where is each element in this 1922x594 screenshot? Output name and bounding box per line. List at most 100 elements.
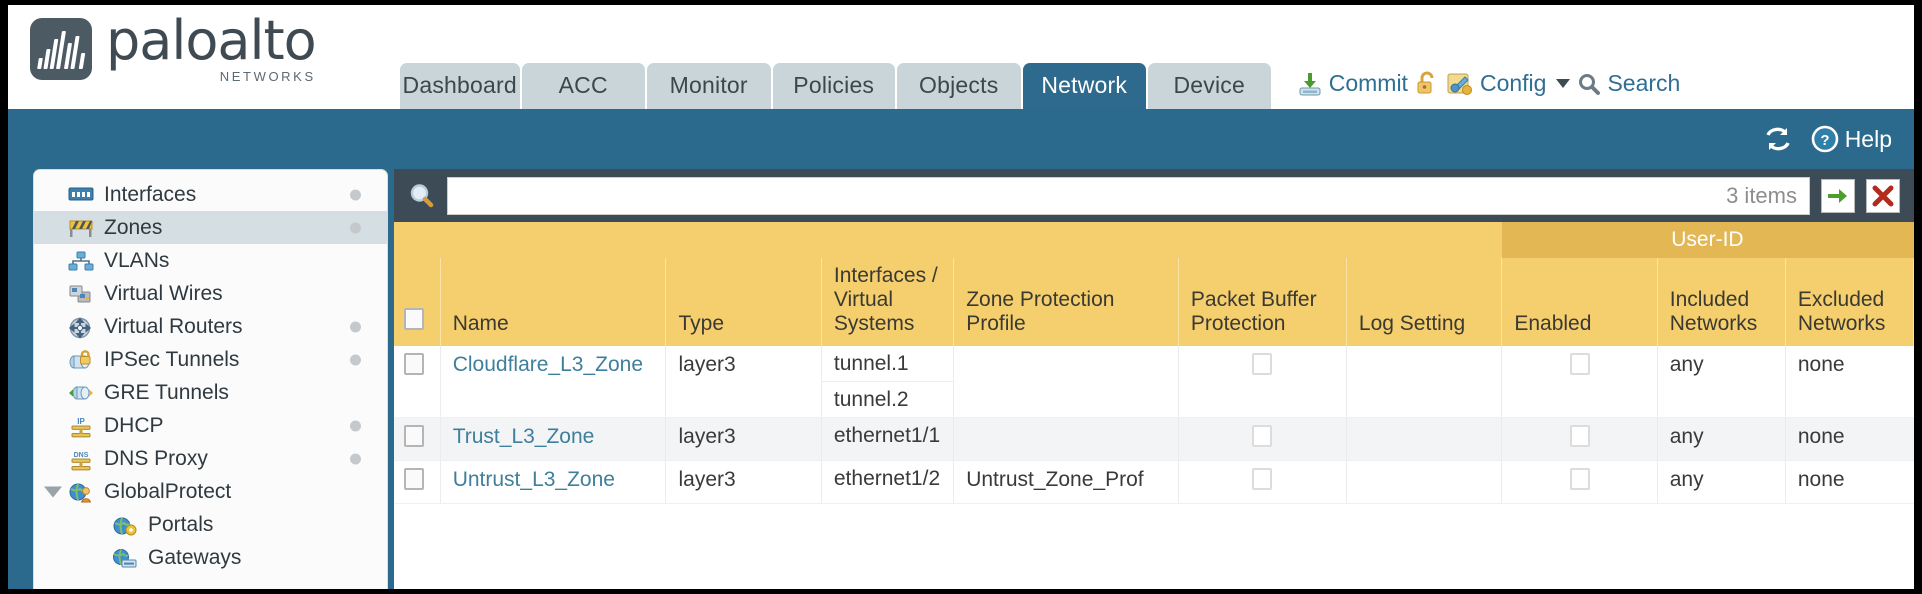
row-select-checkbox[interactable] [404,353,424,375]
packet-buffer-protection-checkbox[interactable] [1252,425,1273,447]
interface-item: tunnel.2 [833,388,909,411]
row-select-checkbox[interactable] [404,425,424,447]
userid-enabled-checkbox[interactable] [1569,425,1590,447]
sidebar-item-indicator-dot [350,453,361,464]
sidebar-item-virtual-wires[interactable]: Virtual Wires [34,277,387,310]
sidebar-item-gre-tunnels[interactable]: GRE Tunnels [34,376,387,409]
tab-acc[interactable]: ACC [521,63,645,109]
group-header-userid: User-ID [1501,222,1914,258]
column-header-label: Log Setting [1358,312,1466,335]
column-header-included[interactable]: Included Networks [1657,258,1786,346]
packet-buffer-protection-cell[interactable] [1178,417,1347,461]
column-header-label: Name [452,312,509,335]
refresh-button[interactable] [1763,126,1793,152]
filter-input-wrap[interactable]: 3 items [447,176,1810,215]
packet-buffer-protection-cell[interactable] [1178,460,1347,504]
sidebar-item-label: Virtual Wires [104,281,223,305]
config-menu[interactable]: Config [1446,70,1571,97]
tab-network[interactable]: Network [1022,63,1146,109]
expand-triangle-icon[interactable] [44,486,62,497]
userid-enabled-cell[interactable] [1501,346,1658,418]
brand-tagline: NETWORKS [219,69,316,84]
brand-name: paloalto [106,9,317,72]
column-header-excluded[interactable]: Excluded Networks [1785,258,1914,346]
tab-label: Policies [793,72,875,98]
filter-bar: 3 items [394,169,1914,222]
clear-filter-button[interactable] [1866,178,1900,213]
row-select-cell[interactable] [394,417,441,461]
column-header-label: Included Networks [1669,288,1758,335]
userid-enabled-checkbox[interactable] [1569,353,1590,375]
dhcp-icon: IP [68,416,94,437]
packet-buffer-protection-checkbox[interactable] [1252,353,1273,375]
search-icon [1577,72,1601,96]
sidebar-item-vlans[interactable]: VLANs [34,244,387,277]
interface-item: ethernet1/2 [833,467,941,490]
column-header-label: Packet Buffer Protection [1190,288,1317,335]
tab-policies[interactable]: Policies [772,63,895,109]
zone-name-link[interactable]: Untrust_L3_Zone [452,468,615,491]
config-icon [1446,71,1474,97]
column-header-enabled[interactable]: Enabled [1501,258,1658,346]
packet-buffer-protection-checkbox[interactable] [1252,468,1273,490]
packet-buffer-protection-cell[interactable] [1178,346,1347,418]
column-header-name[interactable]: Name [440,258,667,346]
column-header-pbp[interactable]: Packet Buffer Protection [1178,258,1347,346]
search-input[interactable] [448,177,1727,214]
apply-filter-button[interactable] [1821,178,1855,213]
tab-device[interactable]: Device [1147,63,1271,109]
column-header-zpp[interactable]: Zone Protection Profile [953,258,1179,346]
column-header-ifaces[interactable]: Interfaces / Virtual Systems [821,258,955,346]
brand-logo[interactable]: paloalto NETWORKS [30,9,317,84]
sidebar-item-zones[interactable]: Zones [34,211,387,244]
sidebar-item-label: GRE Tunnels [104,380,229,404]
userid-enabled-checkbox[interactable] [1569,468,1590,490]
sidebar-item-indicator-dot [350,189,361,200]
commit-button[interactable]: Commit [1297,70,1408,97]
virtual-routers-icon [68,316,94,339]
select-all-header[interactable] [394,258,441,346]
zone-name-link[interactable]: Trust_L3_Zone [452,425,595,448]
unlock-button[interactable] [1415,71,1439,97]
tab-objects[interactable]: Objects [896,63,1021,109]
row-select-cell[interactable] [394,460,441,504]
column-header-logset[interactable]: Log Setting [1346,258,1503,346]
chevron-down-icon [1556,79,1571,88]
zone-name-link[interactable]: Cloudflare_L3_Zone [452,353,644,376]
gre-tunnels-icon [68,383,94,403]
row-select-cell[interactable] [394,346,441,418]
group-header-spacer [394,222,1502,258]
search-button[interactable]: Search [1577,70,1680,97]
sidebar-item-virtual-routers[interactable]: Virtual Routers [34,310,387,343]
column-header-type[interactable]: Type [665,258,822,346]
tab-label: Device [1173,72,1245,98]
sidebar-item-label: Virtual Routers [104,314,243,338]
tab-label: Network [1041,72,1128,98]
row-select-checkbox[interactable] [404,468,424,490]
log-setting-cell [1346,460,1503,504]
sidebar-item-globalprotect[interactable]: GlobalProtect [34,475,387,508]
sidebar-item-ipsec-tunnels[interactable]: IPSec Tunnels [34,343,387,376]
tab-monitor[interactable]: Monitor [646,63,771,109]
refresh-icon [1763,126,1793,152]
sidebar-item-portals[interactable]: Portals [34,508,387,541]
sidebar-item-indicator-dot [350,354,361,365]
userid-enabled-cell[interactable] [1501,417,1658,461]
sidebar-item-gateways[interactable]: Gateways [34,541,387,574]
zone-name-cell: Untrust_L3_Zone [440,460,667,504]
userid-enabled-cell[interactable] [1501,460,1658,504]
column-header-label: Interfaces / Virtual Systems [833,264,938,335]
ipsec-tunnels-icon [68,349,94,370]
sidebar-item-interfaces[interactable]: Interfaces [34,178,387,211]
tab-dashboard[interactable]: Dashboard [399,63,520,109]
select-all-checkbox[interactable] [404,308,424,330]
help-button[interactable]: ? Help [1811,125,1892,153]
